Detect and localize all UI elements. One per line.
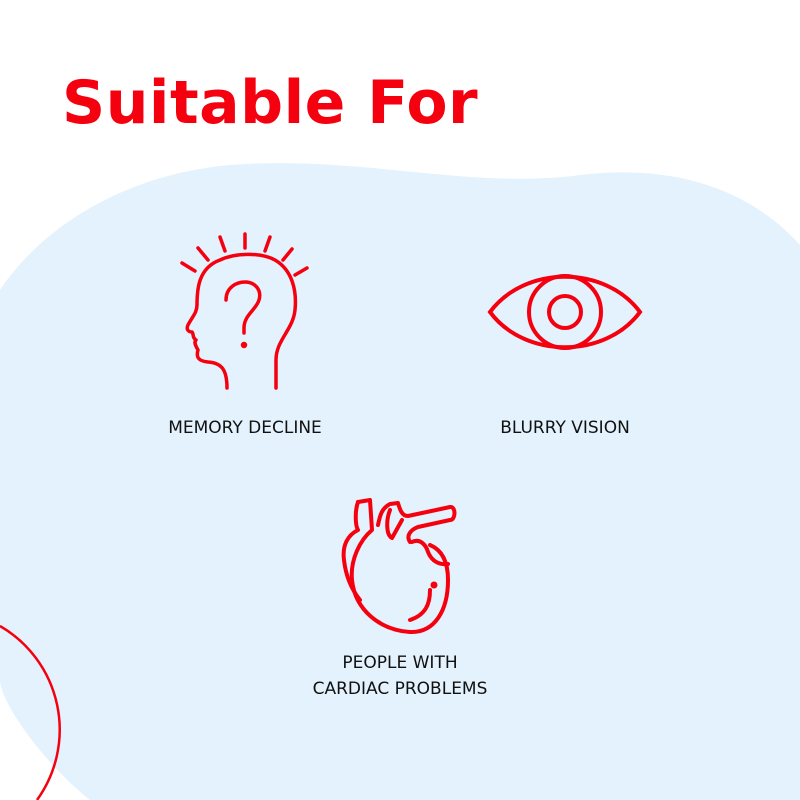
cardiac-problems-label: PEOPLE WITH CARDIAC PROBLEMS (250, 650, 550, 702)
memory-decline-label: MEMORY DECLINE (168, 418, 322, 438)
blurry-vision-label: BLURRY VISION (500, 418, 630, 438)
red-circle-outline (0, 624, 61, 800)
page-title: Suitable For (62, 68, 479, 138)
eye-icon (487, 274, 643, 350)
heart-organ-icon (341, 498, 457, 635)
blue-blob (0, 163, 800, 800)
cardiac-label-line2: CARDIAC PROBLEMS (312, 679, 488, 699)
cardiac-label-line1: PEOPLE WITH (342, 653, 458, 673)
head-question-icon (180, 232, 309, 390)
